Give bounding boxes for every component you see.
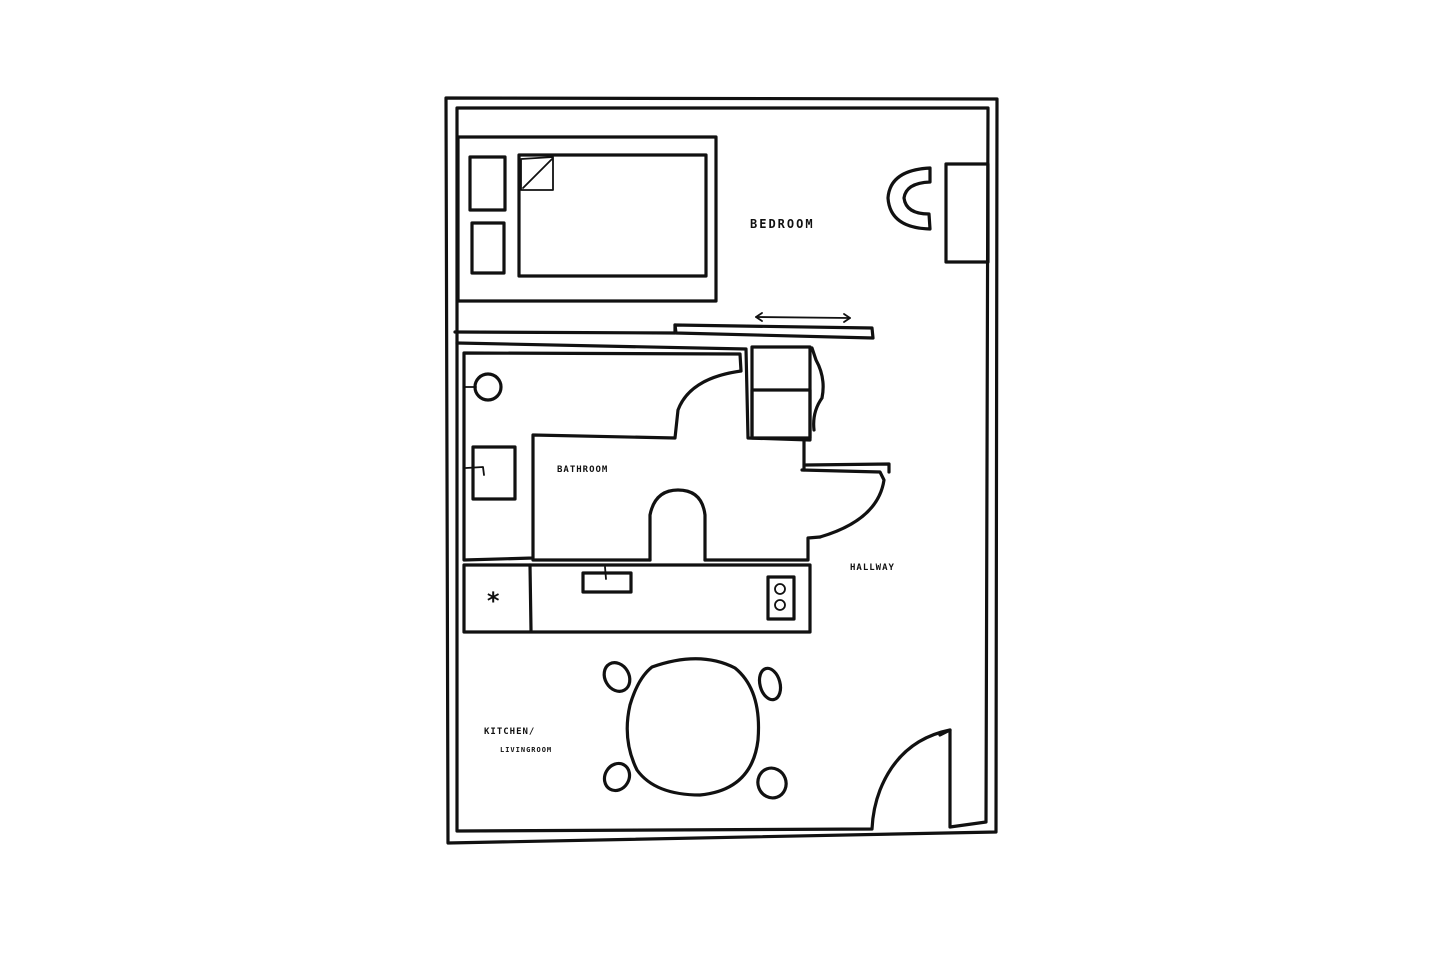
shower [750,388,812,440]
stove-icon [766,575,796,621]
closet-door [810,346,825,432]
hallway-label: HALLWAY [850,563,895,573]
bedroom-partition-wall [453,323,677,335]
fridge-icon: * [486,587,500,615]
inner-wall [455,106,990,833]
chair-bottom-right [756,766,788,800]
sliding-door-arrow [755,312,851,323]
desk [944,162,990,264]
chair-top-left [602,661,632,693]
bathroom-walls [455,341,891,562]
dining-table [625,657,761,797]
desk-chair [886,166,932,231]
bathtub [648,488,707,562]
bedroom-label: BEDROOM [750,217,815,231]
nightstand-bottom [470,221,506,275]
kitchen-counter [462,563,812,634]
chair-top-right [757,666,783,702]
bathroom-faucet [465,466,485,476]
toilet [473,372,503,402]
chair-bottom-left [602,761,632,793]
entrance-door [938,728,952,737]
kitchen-label: KITCHEN/ [484,727,535,737]
bathroom-label: BATHROOM [557,465,608,475]
outer-wall [444,96,999,845]
kitchen-sink [581,571,633,594]
sliding-door [673,323,875,340]
nightstand-top [468,155,507,212]
bed [456,135,718,303]
livingroom-label: LIVINGROOM [500,746,552,754]
bathroom-sink [471,445,517,501]
kitchen-faucet [604,566,607,580]
